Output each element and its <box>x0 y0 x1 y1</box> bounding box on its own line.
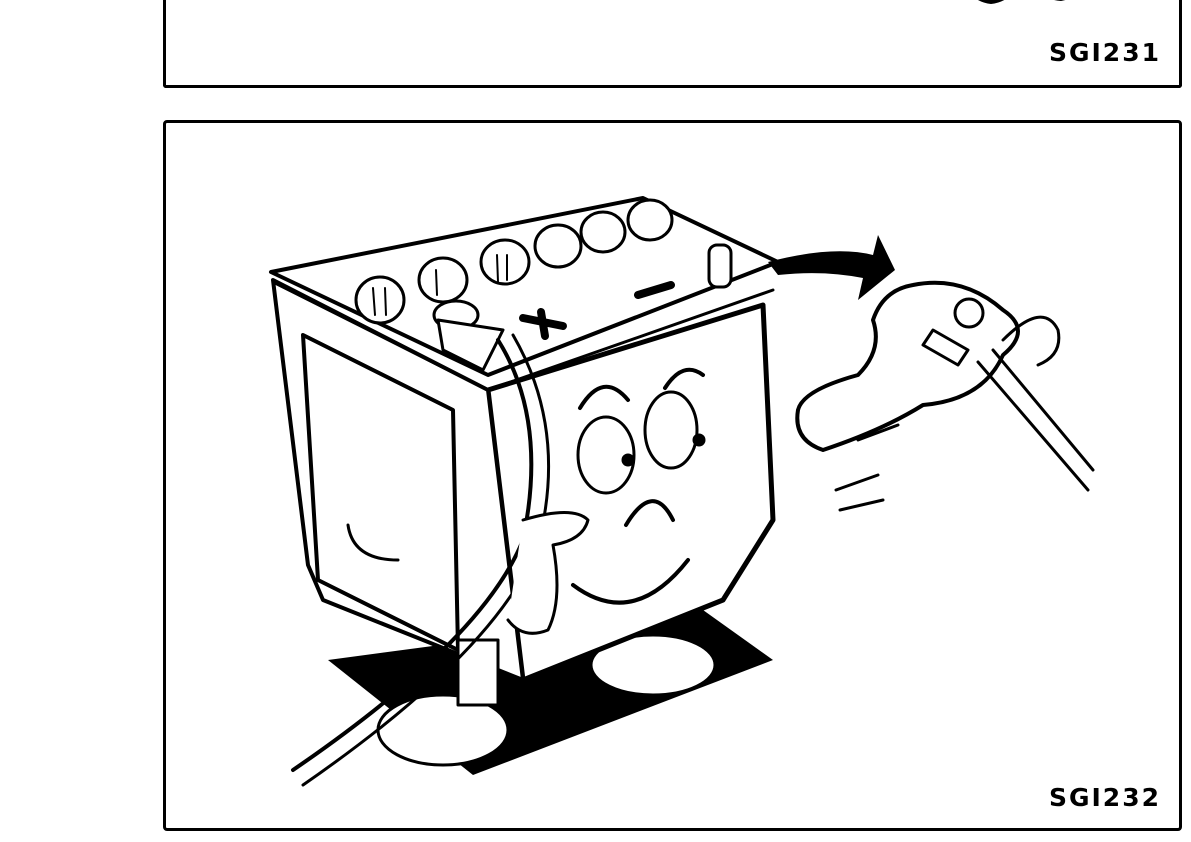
foot-right <box>589 633 717 697</box>
negative-terminal-post <box>707 243 733 289</box>
figure-sgi232: SGI232 <box>163 120 1182 831</box>
hand-left <box>506 511 590 635</box>
minus-symbol <box>634 281 675 299</box>
battery-cartoon-illustration <box>269 196 1095 787</box>
illustration-fragment <box>978 0 1066 4</box>
battery-caps <box>354 198 674 325</box>
figure-label: SGI231 <box>1048 38 1161 67</box>
eye-right <box>643 390 699 470</box>
plus-symbol <box>519 308 567 340</box>
cable-right <box>976 348 1095 492</box>
cable-left <box>291 338 534 772</box>
hand-right <box>795 280 1020 452</box>
eye-left <box>576 415 636 495</box>
leg <box>456 638 500 707</box>
figure-label: SGI232 <box>1048 783 1161 812</box>
arrow-icon <box>768 235 895 300</box>
mouth <box>571 558 690 605</box>
figure-sgi231: SGI231 <box>163 0 1182 88</box>
positive-terminal-clamp <box>432 299 505 372</box>
